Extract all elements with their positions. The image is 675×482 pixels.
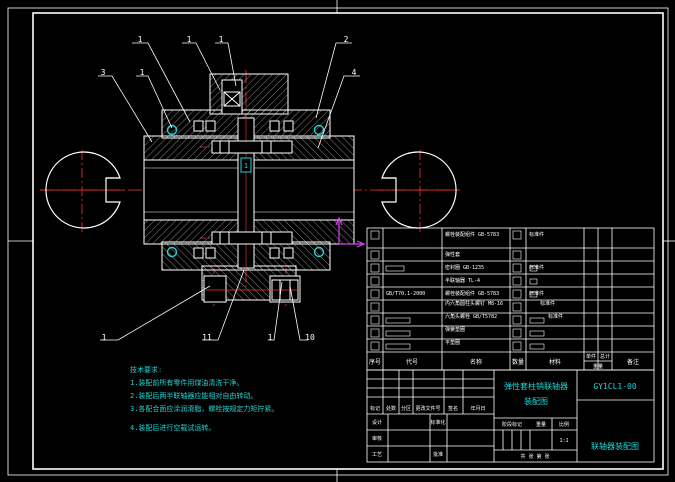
label-stage: 阶段标记 bbox=[502, 421, 522, 428]
label-weight: 重量 bbox=[536, 421, 546, 428]
bom-header-material: 材料 bbox=[549, 358, 561, 366]
ucs-icon bbox=[335, 216, 366, 248]
bom-header-seq: 序号 bbox=[369, 358, 381, 366]
coupling-section: 1 bbox=[143, 73, 355, 303]
balloon-1: 1 bbox=[138, 35, 143, 44]
bom-row-6-name: 内六角圆柱头螺钉 M8-16 bbox=[445, 300, 503, 307]
technical-notes: 技术要求: 1.装配前所有零件用煤油清洗干净。 2.装配后两半联轴器应能相对自由… bbox=[130, 365, 278, 432]
balloon-2: 1 bbox=[187, 35, 192, 44]
bom-row-7-note: 标准件 bbox=[548, 313, 563, 320]
bom-header-name: 名称 bbox=[470, 358, 482, 366]
rev-label-date: 年月日 bbox=[470, 405, 485, 412]
bom-header-code: 代号 bbox=[406, 358, 418, 366]
bom-row-5-code: GB/T70.1-2000 bbox=[386, 291, 425, 297]
balloon-6: 1 bbox=[140, 68, 145, 77]
balloon-4: 2 bbox=[344, 35, 349, 44]
bom-header-weight: 重量 bbox=[593, 363, 603, 370]
rev-label-mark: 标记 bbox=[370, 405, 380, 412]
scale-value: 1:1 bbox=[559, 438, 568, 444]
bom-row-9-name: 平垫圈 bbox=[445, 339, 460, 346]
notes-title: 技术要求: bbox=[130, 365, 162, 374]
bom-row-3-name: 密封圈 GB-1235 bbox=[445, 264, 484, 271]
bom-row-5-name: 螺栓装配组件 GB-5783 bbox=[445, 290, 499, 297]
balloon-10: 1 bbox=[268, 333, 273, 342]
bom-header-unit-weight: 单件 bbox=[586, 353, 596, 360]
drawing-frame bbox=[7, 0, 675, 482]
note-4: 4.装配后进行空载试运转。 bbox=[130, 423, 215, 432]
leader-lines bbox=[98, 42, 360, 341]
title-line-1: 弹性套柱销联轴器 bbox=[504, 381, 568, 391]
rev-label-doc: 更改文件号 bbox=[415, 405, 440, 412]
label-design: 设计 bbox=[372, 419, 382, 426]
drawing-number: GY1CL1-00 bbox=[593, 382, 637, 391]
bom-row-4-name: 半联轴器 TL-4 bbox=[445, 277, 480, 284]
right-end-view bbox=[381, 151, 457, 229]
label-process: 工艺 bbox=[372, 452, 382, 458]
bom-header-total-weight: 总计 bbox=[600, 353, 610, 360]
rev-label-zone: 分区 bbox=[401, 405, 411, 412]
bom-row-2-name: 弹性套 bbox=[445, 251, 460, 258]
note-2: 2.装配后两半联轴器应能相对自由转动。 bbox=[130, 391, 257, 400]
balloon-5: 3 bbox=[101, 68, 106, 77]
rev-label-count: 处数 bbox=[386, 405, 396, 412]
bom-row-3-note: 标准件 bbox=[529, 264, 544, 271]
label-scale: 比例 bbox=[559, 421, 569, 428]
label-standardize: 标准化 bbox=[430, 419, 445, 426]
bom-row-1-note: 标准件 bbox=[529, 231, 544, 238]
sheet-info: 共 张 第 张 bbox=[520, 453, 549, 460]
center-mark-text: 1 bbox=[244, 162, 248, 170]
rev-label-sign: 签名 bbox=[448, 405, 458, 412]
title-block: 弹性套柱销联轴器 装配图 GY1CL1-00 联轴器装配图 标记 处数 分区 更… bbox=[366, 369, 655, 463]
bom-header-remark: 备注 bbox=[627, 358, 639, 366]
bom-row-5-note: 标准件 bbox=[529, 290, 544, 297]
bom-row-6-note: 标准件 bbox=[540, 300, 555, 307]
parts-list: 螺栓装配组件 GB-5783 弹性套 密封圈 GB-1235 半联轴器 TL-4… bbox=[366, 227, 655, 371]
bom-row-7-name: 六角头螺栓 GB/T5782 bbox=[445, 313, 497, 320]
title-line-2: 装配图 bbox=[524, 396, 548, 406]
label-check: 审核 bbox=[372, 435, 382, 442]
bom-row-8-name: 弹簧垫圈 bbox=[445, 326, 465, 333]
note-3: 3.各配合面应涂润滑脂，螺栓按规定力矩拧紧。 bbox=[130, 404, 278, 413]
balloon-9: 11 bbox=[202, 333, 212, 342]
company-name: 联轴器装配图 bbox=[591, 441, 639, 451]
balloon-3: 1 bbox=[219, 35, 224, 44]
bom-row-1-name: 螺栓装配组件 GB-5783 bbox=[445, 231, 499, 238]
balloon-11: 10 bbox=[305, 333, 315, 342]
left-end-view bbox=[45, 151, 121, 229]
bom-header-qty: 数量 bbox=[512, 358, 524, 366]
note-1: 1.装配前所有零件用煤油清洗干净。 bbox=[130, 378, 243, 387]
balloon-8: 1 bbox=[102, 333, 107, 342]
balloon-7: 4 bbox=[352, 68, 357, 77]
label-approve: 批准 bbox=[433, 451, 443, 458]
balloon-labels: 1 1 1 2 3 1 4 1 11 1 10 bbox=[101, 35, 357, 342]
